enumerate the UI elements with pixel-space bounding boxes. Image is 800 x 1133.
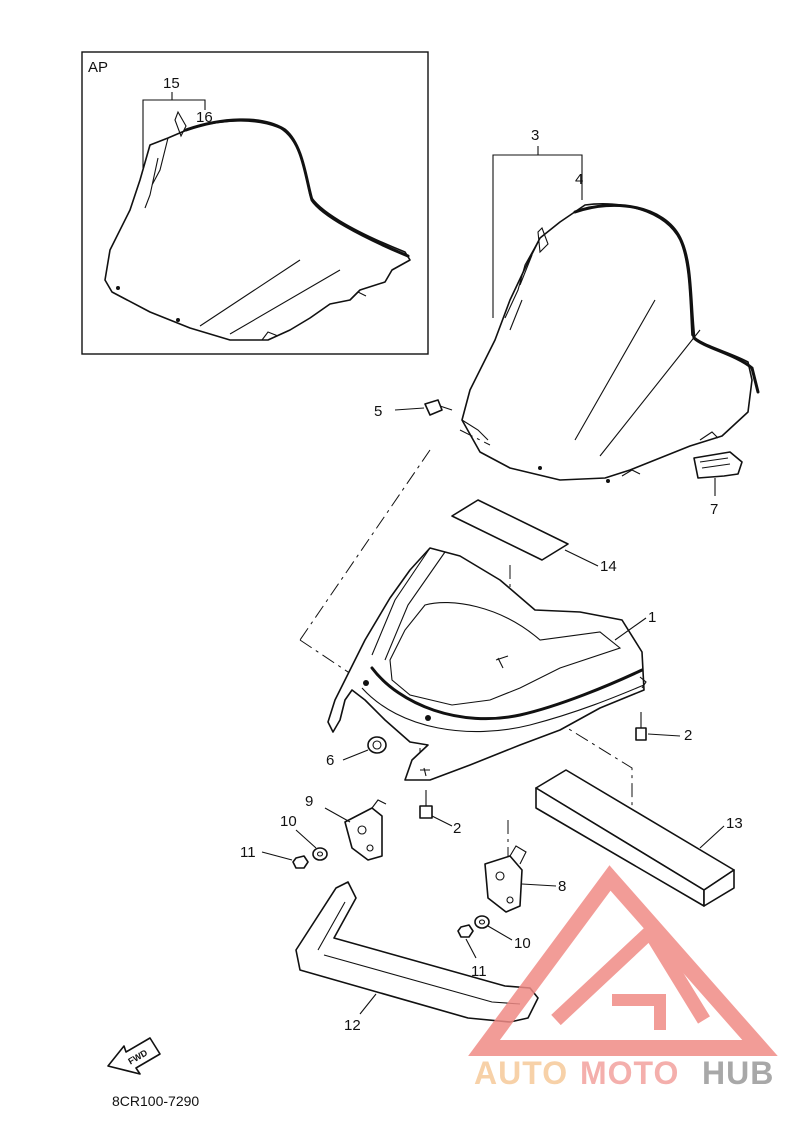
watermark-triangle-logo — [468, 865, 778, 1056]
callout-8: 8 — [558, 878, 566, 895]
ap-inset-frame — [81, 51, 429, 355]
callout-1: 1 — [648, 609, 656, 626]
callout-5: 5 — [374, 403, 382, 420]
callout-7: 7 — [710, 501, 718, 518]
callout-15: 15 — [163, 75, 180, 92]
callout-2-lower: 2 — [453, 820, 461, 837]
pad-14 — [451, 499, 569, 561]
watermark-moto: MOTO — [580, 1055, 679, 1091]
callout-16: 16 — [196, 109, 213, 126]
bracket-9 — [344, 799, 387, 861]
nut-11-right — [457, 924, 474, 938]
ap-windscreen — [104, 110, 411, 341]
callout-13: 13 — [726, 815, 743, 832]
callout-10-right: 10 — [514, 935, 531, 952]
callout-10-left: 10 — [280, 813, 297, 830]
screw-2-right — [635, 712, 647, 741]
fwd-arrow-icon: FWD — [107, 1037, 161, 1075]
callout-6: 6 — [326, 752, 334, 769]
callout-11-left: 11 — [240, 844, 256, 861]
bracket-8 — [484, 845, 527, 913]
washer-10-right — [474, 915, 490, 929]
watermark-auto: AUTO — [474, 1055, 568, 1091]
ap-inset-label: AP — [88, 59, 108, 76]
main-windscreen — [461, 202, 760, 483]
callout-4: 4 — [575, 171, 583, 188]
bracket-7 — [693, 451, 743, 479]
grommet-6 — [367, 736, 387, 754]
watermark-hub: HUB — [702, 1055, 774, 1091]
diagram-code: 8CR100-7290 — [112, 1093, 199, 1109]
callout-3: 3 — [531, 127, 539, 144]
foam-block-13 — [535, 769, 735, 907]
screw-5 — [424, 399, 453, 416]
callout-12: 12 — [344, 1017, 361, 1034]
callout-9: 9 — [305, 793, 313, 810]
callout-2-right: 2 — [684, 727, 692, 744]
automotohub-watermark: AUTO MOTO HUB — [468, 865, 778, 1091]
callout-14: 14 — [600, 558, 617, 575]
washer-10-left — [312, 847, 328, 861]
nut-11-left — [292, 855, 309, 869]
screw-2-lower — [419, 790, 433, 819]
ap-inset: AP 15 16 — [81, 51, 429, 355]
callout-11-right: 11 — [471, 963, 487, 980]
cowling-1 — [327, 547, 647, 781]
